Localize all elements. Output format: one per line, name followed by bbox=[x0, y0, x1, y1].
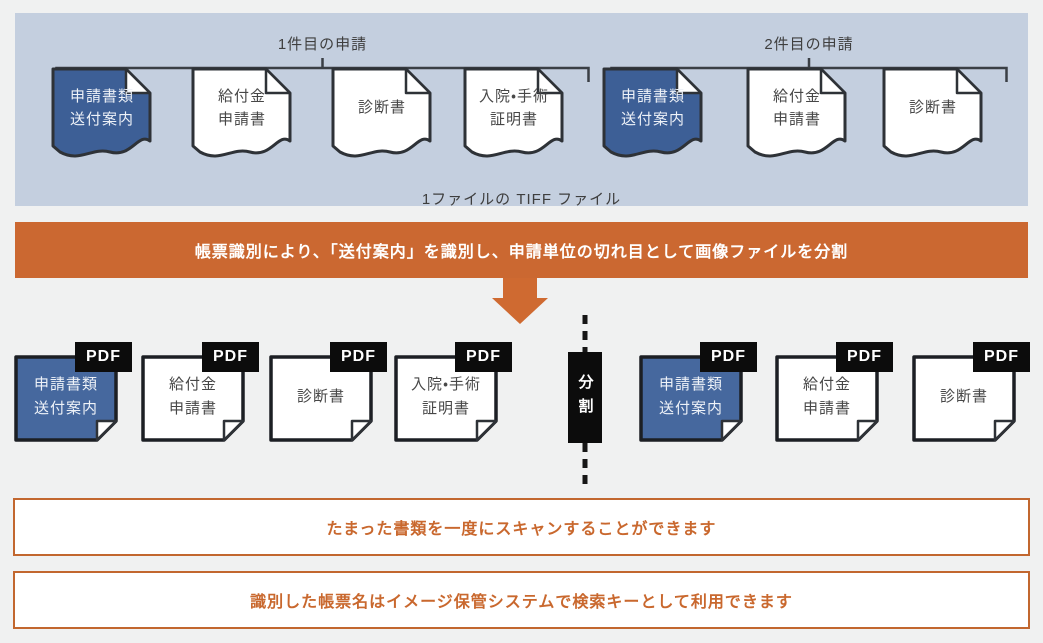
doc-label: 給付金 申請書 bbox=[217, 87, 266, 128]
doc-label: 申請書類 送付案内 bbox=[69, 87, 134, 128]
pdf-doc-guide-2: 申請書類 送付案内 PDF bbox=[639, 342, 757, 442]
pdf-badge: PDF bbox=[973, 342, 1030, 372]
document-icon bbox=[746, 67, 847, 158]
tiff-doc-certificate-1: 入院・手術 証明書 bbox=[462, 66, 566, 160]
tiff-doc-diagnosis-2: 診断書 bbox=[881, 66, 985, 160]
tiff-doc-guide-2: 申請書類 送付案内 bbox=[601, 66, 705, 160]
doc-label: 診断書 bbox=[357, 99, 406, 117]
note-scan: たまった書類を一度にスキャンすることができます bbox=[13, 498, 1030, 556]
pdf-badge: PDF bbox=[836, 342, 893, 372]
down-arrow-icon bbox=[492, 278, 548, 324]
doc-label: 申請書類 送付案内 bbox=[620, 87, 685, 128]
tiff-doc-claim-1: 給付金 申請書 bbox=[190, 66, 294, 160]
doc-label: 給付金 申請書 bbox=[802, 376, 851, 417]
split-badge: 分割 bbox=[568, 352, 602, 443]
doc-label: 入院・手術 証明書 bbox=[410, 376, 482, 417]
doc-label: 給付金 申請書 bbox=[772, 87, 821, 128]
document-icon bbox=[602, 67, 703, 158]
pdf-badge: PDF bbox=[330, 342, 387, 372]
doc-label: 診断書 bbox=[939, 387, 988, 405]
tiff-caption: 1ファイルの TIFF ファイル bbox=[421, 191, 622, 208]
note-search-key: 識別した帳票名はイメージ保管システムで検索キーとして利用できます bbox=[13, 571, 1030, 629]
group2-label: 2件目の申請 bbox=[764, 36, 854, 53]
document-icon bbox=[51, 67, 152, 158]
pdf-doc-diagnosis-1: 診断書 PDF bbox=[269, 342, 387, 442]
tiff-doc-claim-2: 給付金 申請書 bbox=[745, 66, 849, 160]
tiff-doc-guide-1: 申請書類 送付案内 bbox=[50, 66, 154, 160]
document-icon bbox=[882, 67, 983, 158]
doc-label: 診断書 bbox=[296, 387, 345, 405]
tiff-doc-diagnosis-1: 診断書 bbox=[330, 66, 434, 160]
pdf-badge: PDF bbox=[75, 342, 132, 372]
doc-label: 申請書類 送付案内 bbox=[33, 376, 98, 417]
doc-label: 給付金 申請書 bbox=[168, 376, 217, 417]
process-banner: 帳票識別により、「送付案内」を識別し、申請単位の切れ目として画像ファイルを分割 bbox=[15, 222, 1028, 278]
pdf-doc-certificate-1: 入院・手術 証明書 PDF bbox=[394, 342, 512, 442]
document-icon bbox=[191, 67, 292, 158]
document-icon bbox=[463, 67, 564, 158]
pdf-doc-guide-1: 申請書類 送付案内 PDF bbox=[14, 342, 132, 442]
pdf-badge: PDF bbox=[202, 342, 259, 372]
tiff-file-panel: 1件目の申請 2件目の申請 申請書類 送付案内 給付金 申請書 bbox=[15, 13, 1028, 208]
doc-label: 診断書 bbox=[908, 99, 957, 117]
doc-label: 入院・手術 証明書 bbox=[478, 87, 550, 128]
document-icon bbox=[269, 355, 373, 442]
document-icon bbox=[912, 355, 1016, 442]
pdf-doc-claim-1: 給付金 申請書 PDF bbox=[141, 342, 259, 442]
pdf-badge: PDF bbox=[455, 342, 512, 372]
group1-label: 1件目の申請 bbox=[277, 36, 368, 53]
doc-label: 申請書類 送付案内 bbox=[658, 376, 723, 417]
pdf-doc-diagnosis-2: 診断書 PDF bbox=[912, 342, 1030, 442]
document-icon bbox=[331, 67, 432, 158]
pdf-badge: PDF bbox=[700, 342, 757, 372]
pdf-doc-claim-2: 給付金 申請書 PDF bbox=[775, 342, 893, 442]
